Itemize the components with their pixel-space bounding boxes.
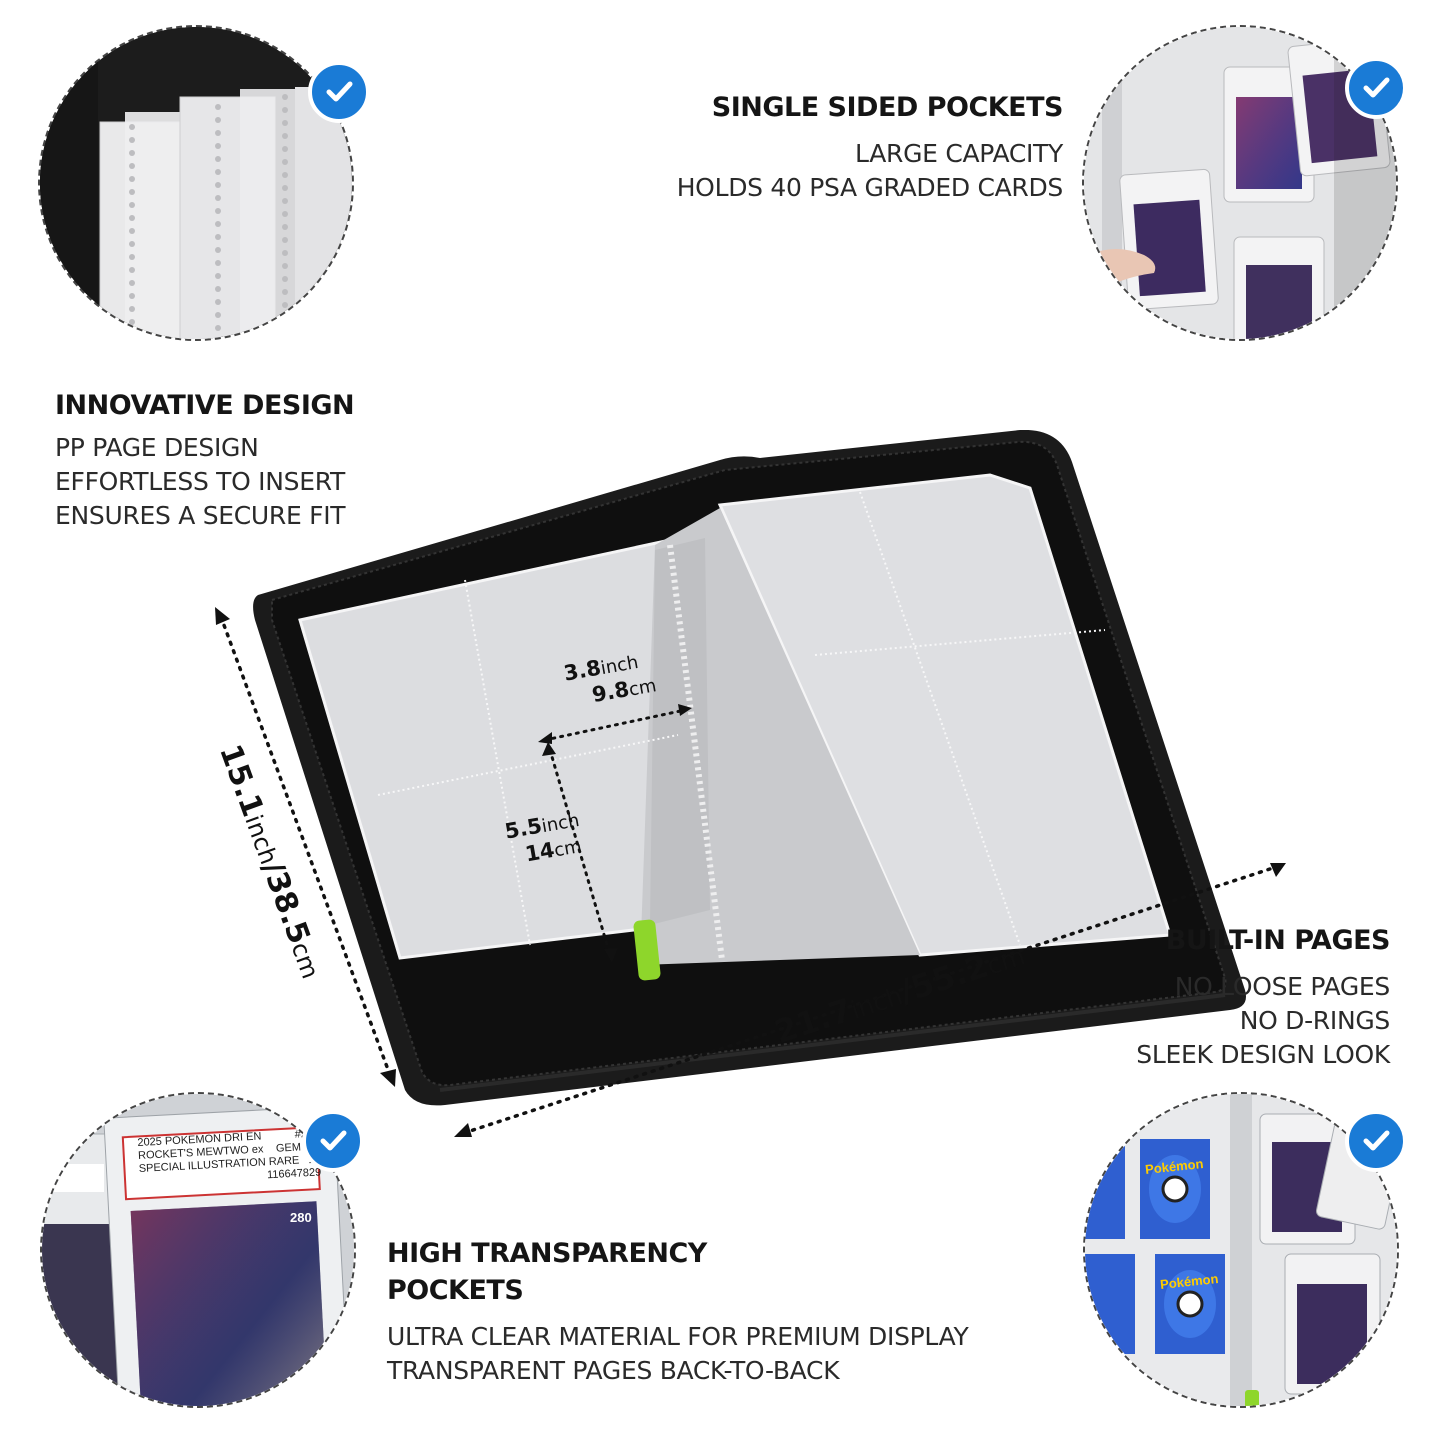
single-sided-line-2: HOLDS 40 PSA GRADED CARDS: [676, 173, 1064, 202]
built-in-line-3: SLEEK DESIGN LOOK: [1136, 1040, 1390, 1069]
innovative-design-block: INNOVATIVE DESIGN PP PAGE DESIGN EFFORTL…: [55, 390, 395, 533]
psa-slab-pockets-illustration: [1084, 27, 1396, 339]
high-transparency-title-1: HIGH TRANSPARENCY: [387, 1238, 707, 1269]
innovative-design-title: INNOVATIVE DESIGN: [55, 390, 355, 421]
high-transparency-block: HIGH TRANSPARENCY POCKETS ULTRA CLEAR MA…: [387, 1238, 1007, 1388]
checkmark-icon: [1345, 1110, 1407, 1172]
single-sided-pockets-photo: [1082, 25, 1398, 341]
height-dimension-line: [215, 607, 396, 1087]
pocket-width-cm-value: 9.8: [590, 676, 631, 708]
transparency-line-1: ULTRA CLEAR MATERIAL FOR PREMIUM DISPLAY: [387, 1322, 969, 1351]
built-in-line-2: NO D-RINGS: [1239, 1006, 1391, 1035]
pocket-width-inch-value: 3.8: [562, 655, 603, 686]
innovative-line-2: EFFORTLESS TO INSERT: [55, 467, 345, 496]
high-transparency-title-2: POCKETS: [387, 1275, 524, 1306]
pp-pages-illustration: [40, 27, 352, 339]
single-sided-line-1: LARGE CAPACITY: [855, 139, 1063, 168]
checkmark-icon: [302, 1110, 364, 1172]
innovative-design-photo: [38, 25, 354, 341]
innovative-line-1: PP PAGE DESIGN: [55, 433, 259, 462]
built-in-pages-block: BUILT-IN PAGES NO LOOSE PAGES NO D-RINGS…: [1000, 925, 1390, 1072]
built-in-pages-title: BUILT-IN PAGES: [1165, 925, 1391, 956]
pocket-dimension-arrows: [538, 704, 692, 963]
pocket-height-inch-value: 5.5: [503, 813, 544, 844]
checkmark-icon: [1345, 57, 1407, 119]
pocket-width-cm-unit: cm: [627, 675, 658, 701]
single-sided-block: SINGLE SIDED POCKETS LARGE CAPACITY HOLD…: [640, 92, 1064, 205]
innovative-line-3: ENSURES A SECURE FIT: [55, 501, 346, 530]
width-dimension-line: [454, 863, 1286, 1137]
single-sided-title: SINGLE SIDED POCKETS: [711, 92, 1064, 123]
built-in-line-1: NO LOOSE PAGES: [1174, 972, 1391, 1001]
card-hp: 280: [290, 1210, 312, 1225]
transparency-line-2: TRANSPARENT PAGES BACK-TO-BACK: [387, 1356, 840, 1385]
binder-illustration: [253, 430, 1246, 1106]
checkmark-icon: [308, 61, 370, 123]
